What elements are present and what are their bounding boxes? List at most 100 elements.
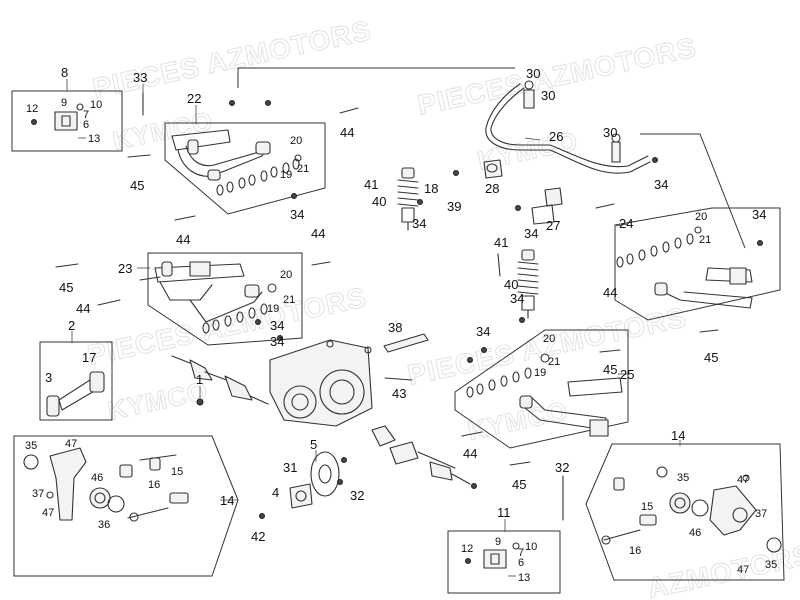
linkline xyxy=(640,133,746,249)
callout-label: 8 xyxy=(61,65,68,80)
callout-label: 23 xyxy=(118,261,132,276)
callout-label: 47 xyxy=(42,507,54,519)
callout-label: 44 xyxy=(76,301,90,316)
shock-absorber-40 xyxy=(517,249,539,319)
callout-label: 45 xyxy=(603,362,617,377)
bushing-27 xyxy=(531,187,563,225)
a-arm-25 xyxy=(466,353,623,437)
callout-label: 22 xyxy=(187,91,201,106)
a-arm-24 xyxy=(616,226,753,309)
callout-label: 21 xyxy=(699,234,711,246)
callout-label: 21 xyxy=(548,356,560,368)
shock-absorber-18 xyxy=(397,167,419,231)
washer-stack xyxy=(466,367,532,398)
box-22-outline xyxy=(164,122,326,215)
pin-38 xyxy=(383,333,429,353)
callout-label: 46 xyxy=(689,527,701,539)
callout-label: 19 xyxy=(267,303,279,315)
callout-label: 17 xyxy=(82,350,96,365)
bolt-43 xyxy=(384,377,413,381)
callout-label: 34 xyxy=(476,324,490,339)
leader-lines xyxy=(66,79,681,532)
caliper-piston-shape xyxy=(61,115,71,127)
callout-label: 34 xyxy=(524,226,538,241)
callout-label: 25 xyxy=(620,367,634,382)
callout-label: 40 xyxy=(372,194,386,209)
arm-bar xyxy=(171,129,231,151)
callout-label: 44 xyxy=(603,285,617,300)
callout-label: 47 xyxy=(737,564,749,576)
callout-label: 24 xyxy=(619,216,633,231)
callout-label: 34 xyxy=(270,318,284,333)
ball-joint-shape xyxy=(540,353,550,363)
drive-shaft-mid xyxy=(371,425,471,485)
box-2-outline xyxy=(39,341,113,421)
bushing-shape xyxy=(207,169,221,181)
callout-label: 37 xyxy=(755,508,767,520)
callout-label: 15 xyxy=(171,466,183,478)
callout-label: 9 xyxy=(495,536,501,548)
a-arm-22 xyxy=(171,129,302,196)
hub-nut-assembly-8 xyxy=(31,103,86,139)
callout-label: 36 xyxy=(98,519,110,531)
callout-label: 30 xyxy=(541,88,555,103)
callout-label: 47 xyxy=(737,474,749,486)
bracket-shape xyxy=(189,261,211,277)
callout-label: 32 xyxy=(555,460,569,475)
callout-label: 13 xyxy=(88,133,100,145)
washer-stack xyxy=(202,303,268,334)
nut-shape xyxy=(524,80,534,90)
arm-curve xyxy=(654,287,753,309)
callout-label: 34 xyxy=(510,291,524,306)
callout-label: 2 xyxy=(68,318,75,333)
callout-label: 47 xyxy=(65,438,77,450)
callout-label: 44 xyxy=(463,446,477,461)
watermark-text: PIECES AZMOTORS xyxy=(90,14,374,103)
callout-label: 35 xyxy=(25,440,37,452)
callout-label: 11 xyxy=(497,505,511,520)
callout-label: 34 xyxy=(290,207,304,222)
callout-label: 27 xyxy=(546,218,560,233)
box-25-outline xyxy=(454,329,629,449)
callout-label: 6 xyxy=(83,119,89,131)
bushing-shape xyxy=(654,282,668,296)
callout-label: 13 xyxy=(518,572,530,584)
callout-label: 14 xyxy=(671,428,685,443)
callout-label: 18 xyxy=(424,181,438,196)
callout-label: 33 xyxy=(133,70,147,85)
watermark-text: KYMCO xyxy=(110,105,216,156)
grease-nipple-shape xyxy=(694,226,702,234)
grease-nipple-shape xyxy=(294,154,302,162)
washer-stack xyxy=(216,158,300,196)
callout-label: 10 xyxy=(90,99,102,111)
callout-label: 20 xyxy=(543,333,555,345)
callout-label: 45 xyxy=(704,350,718,365)
callout-label: 46 xyxy=(91,472,103,484)
callout-label: 21 xyxy=(283,294,295,306)
callout-label: 38 xyxy=(388,320,402,335)
box-23-outline xyxy=(147,252,303,346)
fastener-set xyxy=(55,92,763,521)
watermark-text: PIECES AZMOTORS xyxy=(405,301,689,390)
callout-label: 41 xyxy=(364,177,378,192)
box-24-outline xyxy=(614,207,781,321)
caliper-piston-shape xyxy=(490,553,500,565)
arm-bar xyxy=(567,377,623,397)
bushing-shape xyxy=(255,141,271,155)
stabilizer-bar-26 xyxy=(485,80,651,174)
callout-label: 39 xyxy=(447,199,461,214)
box-14-right-outline xyxy=(585,443,785,581)
callout-label: 12 xyxy=(26,103,38,115)
bar-shape xyxy=(490,87,649,168)
callout-label: 9 xyxy=(61,97,67,109)
brake-disc-5 xyxy=(310,451,340,497)
final-drive-housing xyxy=(269,339,373,427)
callout-label: 44 xyxy=(176,232,190,247)
ball-joint-shape xyxy=(267,283,277,293)
callout-label: 30 xyxy=(603,125,617,140)
callout-label: 44 xyxy=(311,226,325,241)
callout-label: 4 xyxy=(272,485,279,500)
pin-shape xyxy=(512,542,520,550)
